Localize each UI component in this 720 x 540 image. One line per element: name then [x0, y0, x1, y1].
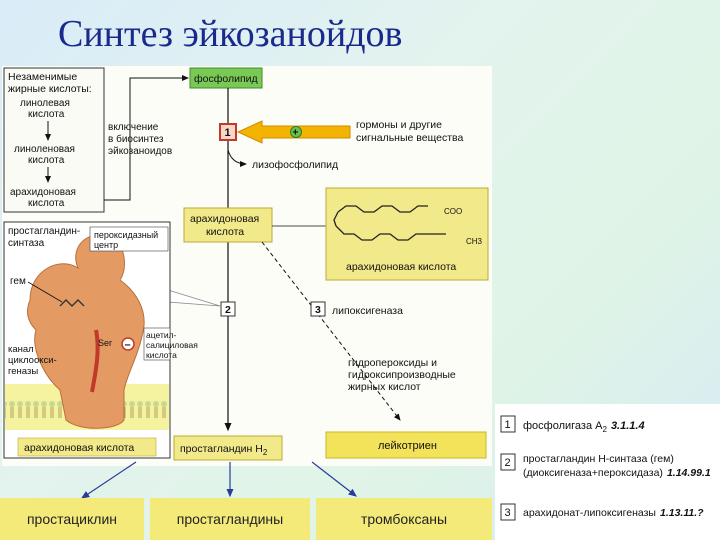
arachidonic-center-1: арахидоновая: [190, 213, 259, 225]
inclusion-3: эйкозаноидов: [108, 146, 172, 157]
phospholipid-label: фосфолипид: [194, 73, 258, 85]
lysophospholipid-label: лизофосфолипид: [252, 159, 338, 171]
hydroperoxides-2: гидроксипроизводные: [348, 369, 456, 381]
aspirin-2: салициловая: [146, 340, 198, 350]
linolenic-2: кислота: [28, 155, 65, 166]
aspirin-1: ацетил-: [146, 330, 177, 340]
slide-title: Синтез эйкозанойдов: [58, 13, 403, 55]
step-3-num: 3: [315, 304, 321, 316]
prostaglandin-h2-label: простагландин H2: [180, 443, 268, 457]
leukotriene-label: лейкотриен: [378, 440, 437, 452]
structure-ch3: CH3: [466, 237, 483, 246]
step-1-marker: [219, 123, 237, 141]
arachidonic-structure-label: арахидоновая кислота: [346, 261, 456, 273]
prostaglandins-label: простагландины: [176, 511, 284, 527]
minus-sign: –: [125, 339, 131, 351]
legend-2-text2: (диоксигеназа+пероксидаза)1.14.99.1: [523, 467, 711, 479]
inclusion-1: включение: [108, 122, 159, 133]
step-2-num: 2: [225, 304, 231, 316]
arachidonic-left-1: арахидоновая: [10, 187, 76, 198]
legend-2-num: 2: [505, 457, 511, 469]
aspirin-label-box: [143, 327, 171, 361]
cyclooxygenase-channel: [90, 329, 100, 393]
linoleic-2: кислота: [28, 109, 65, 120]
leukotriene-box: [325, 431, 487, 459]
legend-2-text: простагландин Н-синтаза (гем): [523, 453, 674, 465]
arachidonic-left-2: кислота: [28, 198, 65, 209]
lipoxygenase-label: липоксигеназа: [332, 305, 403, 317]
step-3-marker: [310, 301, 326, 317]
peroxidase-center-1: пероксидазный: [94, 230, 158, 240]
heme-group: [59, 299, 85, 307]
enzyme-membrane-panel: простагландин- синтаза пероксидазный цен…: [3, 221, 198, 459]
structure-lower-chain: [335, 225, 446, 241]
hormones-1: гормоны и другие: [356, 119, 442, 131]
phospholipid-box: [189, 67, 263, 89]
channel-1: канал: [8, 344, 34, 355]
arrow-to-phospholipid: [104, 75, 189, 201]
linolenic-1: линоленовая: [14, 144, 75, 155]
legend-3-marker: [500, 503, 516, 521]
prostacyclin-label: простациклин: [26, 511, 118, 527]
enzyme-synthase-2: синтаза: [8, 238, 45, 249]
prostaglandin-synthase-enzyme: [27, 234, 145, 429]
membrane-arachidonic-box: [17, 437, 157, 457]
arrow-to-thromboxanes: [311, 461, 357, 497]
prostaglandin-h2-box: [173, 435, 283, 461]
hormones-2: сигнальные вещества: [356, 132, 463, 144]
linoleic-1: линолевая: [20, 98, 70, 109]
channel-2: циклоокси-: [8, 355, 57, 366]
enzyme-synthase-1: простагландин-: [8, 226, 80, 237]
legend-1-marker: [500, 415, 516, 433]
arachidonic-center-2: кислота: [206, 226, 244, 238]
structure-loop: [333, 211, 339, 227]
legend-1-num: 1: [505, 419, 511, 431]
legend-3-num: 3: [505, 507, 511, 519]
step-2-marker: [220, 301, 236, 317]
peroxidase-center-2: центр: [94, 240, 118, 250]
aspirin-3: кислота: [146, 350, 177, 360]
inhibition-minus-icon: [121, 337, 135, 351]
essential-fa-title-1: Незаменимые: [8, 71, 77, 83]
arrow-lysophospholipid: [227, 149, 247, 167]
enzyme-callout: [167, 289, 221, 307]
structure-upper-chain: [337, 205, 428, 213]
peroxidase-label-box: [89, 226, 169, 252]
arachidonic-center-box: [183, 207, 273, 243]
essential-fa-title-2: жирные кислоты:: [8, 83, 92, 95]
lipoxygenase-arrow: [261, 241, 401, 421]
thromboxanes-band: тромбоксаны: [316, 498, 492, 540]
prostaglandins-band: простагландины: [150, 498, 310, 540]
ser-label: Ser: [98, 338, 112, 348]
structure-coo: COO: [444, 207, 462, 216]
essential-fatty-acids: Незаменимые жирные кислоты: линолевая ки…: [3, 67, 105, 213]
prostacyclin-band: простациклин: [0, 498, 144, 540]
hydroperoxides-3: жирных кислот: [348, 381, 421, 393]
arrow-to-prostacyclin: [81, 461, 137, 499]
channel-3: геназы: [8, 366, 38, 377]
inclusion-2: в биосинтез: [108, 133, 164, 145]
membrane-arachidonic-label: арахидоновая кислота: [24, 442, 134, 454]
thromboxanes-label: тромбоксаны: [360, 511, 448, 527]
activation-plus-icon: [290, 126, 302, 138]
plus-sign: +: [293, 128, 299, 139]
hydroperoxides-1: гидропероксиды и: [348, 357, 437, 369]
step-1-num: 1: [225, 127, 231, 139]
legend-2-marker: [500, 453, 516, 471]
heme-label: гем: [10, 276, 26, 287]
heme-pointer: [27, 281, 63, 303]
essential-fa-frame: [3, 67, 105, 213]
